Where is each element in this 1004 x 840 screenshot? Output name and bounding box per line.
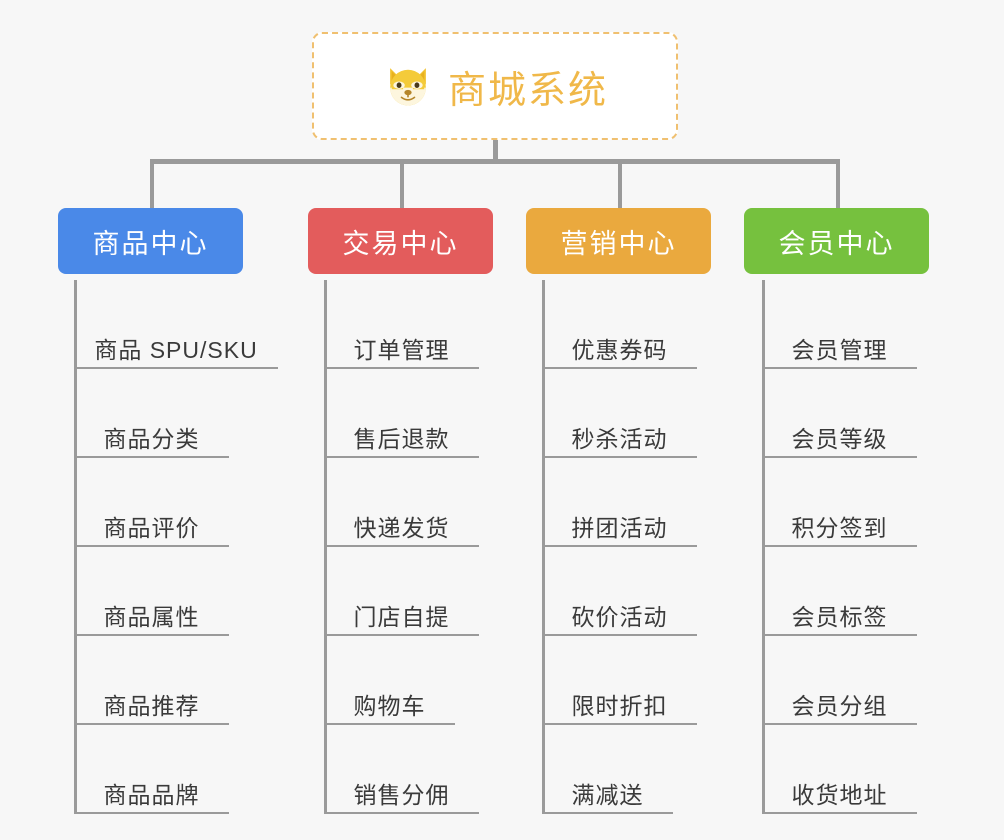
- leaf-label: 销售分佣: [353, 781, 450, 808]
- category-title: 商品中心: [92, 228, 209, 259]
- leaf-label: 秒杀活动: [571, 425, 668, 452]
- leaf-item[interactable]: 限时折扣: [542, 636, 697, 725]
- leaf-item[interactable]: 砍价活动: [542, 547, 697, 636]
- leaf-label: 商品推荐: [103, 692, 200, 719]
- leaf-label: 会员等级: [791, 425, 888, 452]
- category-header-商品中心[interactable]: 商品中心: [58, 208, 243, 274]
- connector-horizontal-bus: [150, 159, 840, 164]
- leaf-item[interactable]: 优惠券码: [542, 280, 697, 369]
- leaf-label: 商品品牌: [103, 781, 200, 808]
- leaf-label: 售后退款: [353, 425, 450, 452]
- leaf-item[interactable]: 会员标签: [762, 547, 917, 636]
- leaf-label: 商品 SPU/SKU: [94, 336, 258, 363]
- leaf-label: 限时折扣: [571, 692, 668, 719]
- category-title: 会员中心: [778, 228, 895, 259]
- leaf-label: 会员管理: [791, 336, 888, 363]
- leaf-item[interactable]: 商品评价: [74, 458, 229, 547]
- leaf-item[interactable]: 商品属性: [74, 547, 229, 636]
- leaf-label: 积分签到: [791, 514, 888, 541]
- connector-drop-2: [400, 159, 404, 209]
- shiba-dog-icon: [382, 60, 434, 112]
- leaf-item[interactable]: 会员分组: [762, 636, 917, 725]
- leaf-item[interactable]: 商品 SPU/SKU: [74, 280, 278, 369]
- leaf-label: 快递发货: [353, 514, 450, 541]
- leaf-item[interactable]: 会员管理: [762, 280, 917, 369]
- category-header-营销中心[interactable]: 营销中心: [526, 208, 711, 274]
- category-title: 营销中心: [560, 228, 677, 259]
- connector-drop-3: [618, 159, 622, 209]
- leaf-label: 会员标签: [791, 603, 888, 630]
- category-title: 交易中心: [342, 228, 459, 259]
- connector-drop-1: [150, 159, 154, 209]
- leaf-item[interactable]: 门店自提: [324, 547, 479, 636]
- leaf-item[interactable]: 会员等级: [762, 369, 917, 458]
- leaf-label: 收货地址: [791, 781, 888, 808]
- leaf-label: 购物车: [353, 692, 426, 719]
- leaf-label: 砍价活动: [571, 603, 668, 630]
- leaf-label: 满减送: [571, 781, 644, 808]
- leaf-label: 门店自提: [353, 603, 450, 630]
- leaf-item[interactable]: 销售分佣: [324, 725, 479, 814]
- leaf-item[interactable]: 售后退款: [324, 369, 479, 458]
- leaf-item[interactable]: 积分签到: [762, 458, 917, 547]
- leaf-item[interactable]: 收货地址: [762, 725, 917, 814]
- leaf-item[interactable]: 快递发货: [324, 458, 479, 547]
- root-title: 商城系统: [447, 69, 608, 112]
- leaf-label: 商品属性: [103, 603, 200, 630]
- leaf-label: 订单管理: [353, 336, 450, 363]
- leaf-item[interactable]: 商品推荐: [74, 636, 229, 725]
- root-node[interactable]: 商城系统: [312, 32, 678, 140]
- leaf-item[interactable]: 商品分类: [74, 369, 229, 458]
- connector-drop-4: [836, 159, 840, 209]
- leaf-trunk: [324, 280, 327, 814]
- leaf-label: 商品评价: [103, 514, 200, 541]
- leaf-item[interactable]: 订单管理: [324, 280, 479, 369]
- leaf-label: 会员分组: [791, 692, 888, 719]
- leaf-item[interactable]: 购物车: [324, 636, 455, 725]
- leaf-label: 优惠券码: [571, 336, 668, 363]
- leaf-label: 拼团活动: [571, 514, 668, 541]
- leaf-item[interactable]: 满减送: [542, 725, 673, 814]
- leaf-item[interactable]: 拼团活动: [542, 458, 697, 547]
- leaf-trunk: [762, 280, 765, 814]
- leaf-item[interactable]: 秒杀活动: [542, 369, 697, 458]
- category-header-交易中心[interactable]: 交易中心: [308, 208, 493, 274]
- leaf-item[interactable]: 商品品牌: [74, 725, 229, 814]
- leaf-trunk: [74, 280, 77, 814]
- category-header-会员中心[interactable]: 会员中心: [744, 208, 929, 274]
- leaf-trunk: [542, 280, 545, 814]
- connector-root-stem: [493, 140, 498, 162]
- leaf-label: 商品分类: [103, 425, 200, 452]
